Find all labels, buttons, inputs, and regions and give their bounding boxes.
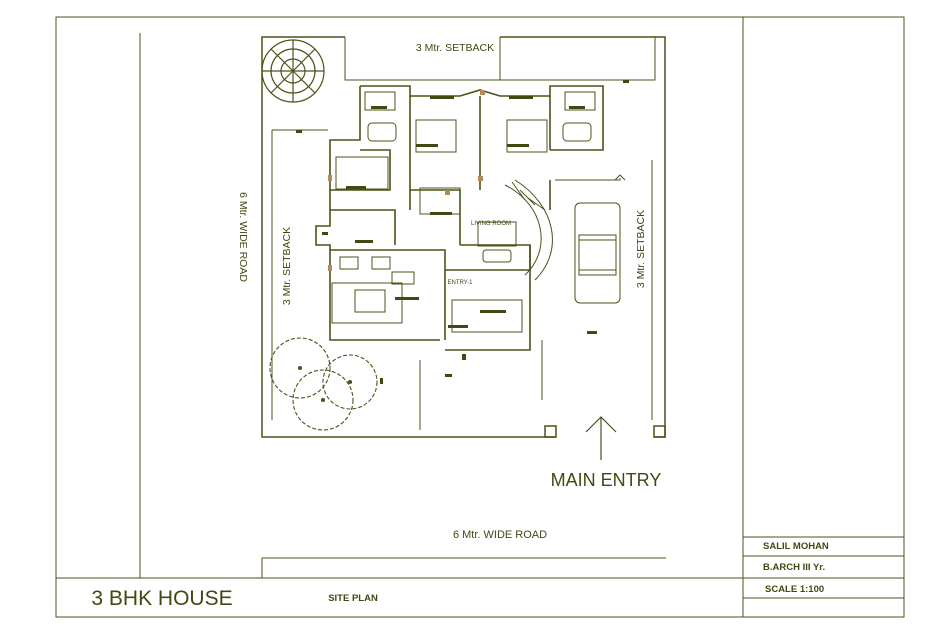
road-bottom-label: 6 Mtr. WIDE ROAD — [453, 529, 547, 541]
setback-left-label: 3 Mtr. SETBACK — [281, 227, 293, 305]
road-left-label: 6 Mtr. WIDE ROAD — [237, 192, 249, 282]
tree-cluster-icon — [269, 337, 378, 431]
road-lines — [139, 33, 666, 578]
living-room-label: LIVING ROOM — [471, 221, 511, 227]
entry-arrow-icon — [585, 416, 617, 460]
setback-lines — [271, 37, 656, 430]
curved-stair — [504, 179, 553, 281]
course-label: B.ARCH III Yr. — [763, 562, 825, 573]
door-markers — [328, 90, 485, 271]
entry-1-label: ENTRY-1 — [447, 280, 473, 286]
project-title: 3 BHK HOUSE — [91, 587, 232, 610]
setback-right-label: 3 Mtr. SETBACK — [635, 210, 647, 288]
author-name: SALIL MOHAN — [763, 541, 829, 552]
tree-top-icon — [261, 39, 325, 103]
building-walls — [315, 85, 604, 351]
scale-label: SCALE 1:100 — [765, 584, 824, 595]
main-entry-label: MAIN ENTRY — [551, 470, 662, 490]
sheet-frame — [55, 16, 905, 618]
furniture — [331, 91, 596, 333]
drive-arrow-icon — [555, 174, 626, 181]
site-boundary — [261, 36, 666, 438]
furniture-labels — [296, 80, 629, 384]
setback-top-label: 3 Mtr. SETBACK — [416, 42, 494, 54]
drawing-name: SITE PLAN — [328, 593, 378, 604]
car-icon — [574, 202, 621, 304]
